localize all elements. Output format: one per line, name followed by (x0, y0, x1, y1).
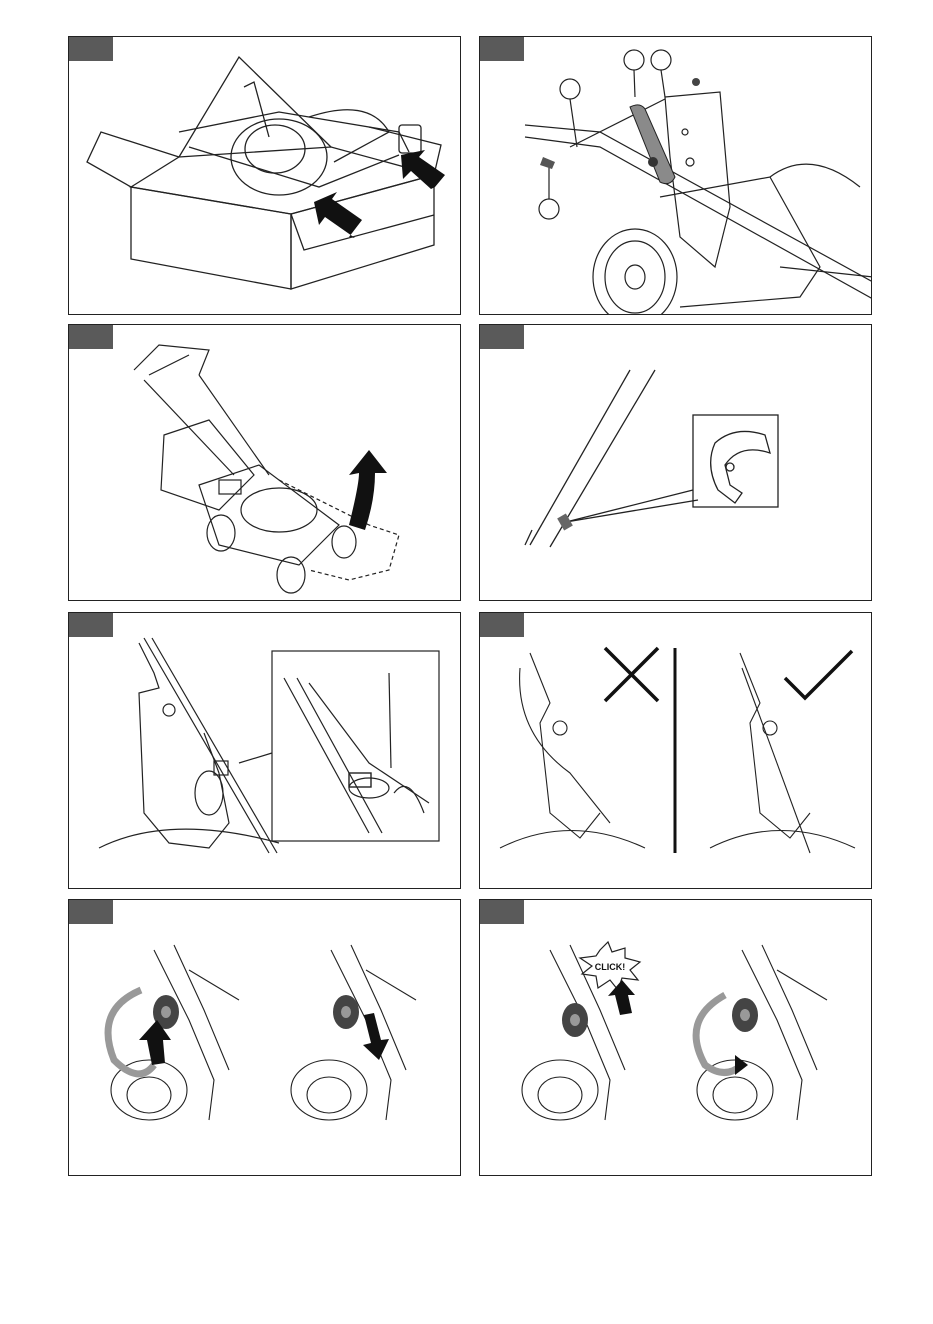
panel-handle-bolt-assembly (479, 36, 872, 315)
knob-click-illustration: CLICK! (480, 900, 872, 1176)
grey-bracket (630, 105, 675, 184)
push-arrow-icon (314, 192, 362, 238)
up-arrow-icon (608, 980, 635, 1015)
unboxing-illustration (69, 37, 461, 315)
click-label: CLICK! (595, 962, 626, 972)
cable-clip-icon (557, 513, 573, 530)
knob-loosen-illustration (69, 900, 461, 1176)
handle-bolt-illustration (480, 37, 872, 315)
handle-raise-illustration (69, 325, 461, 601)
cable-tie-illustration (69, 613, 461, 889)
panel-handle-raise (68, 324, 461, 601)
panel-unboxing (68, 36, 461, 315)
raise-arrow-icon (349, 450, 387, 530)
panel-cable-routing-wrong-right (479, 612, 872, 889)
wrong-x-icon (605, 648, 658, 701)
cable-clip-illustration (480, 325, 872, 601)
panel-cable-clip (479, 324, 872, 601)
panel-cable-tie-routing (68, 612, 461, 889)
panel-knob-click-tighten: CLICK! (479, 899, 872, 1176)
correct-check-icon (785, 651, 852, 698)
panel-knob-loosen-lower (68, 899, 461, 1176)
cable-routing-comparison (480, 613, 872, 889)
